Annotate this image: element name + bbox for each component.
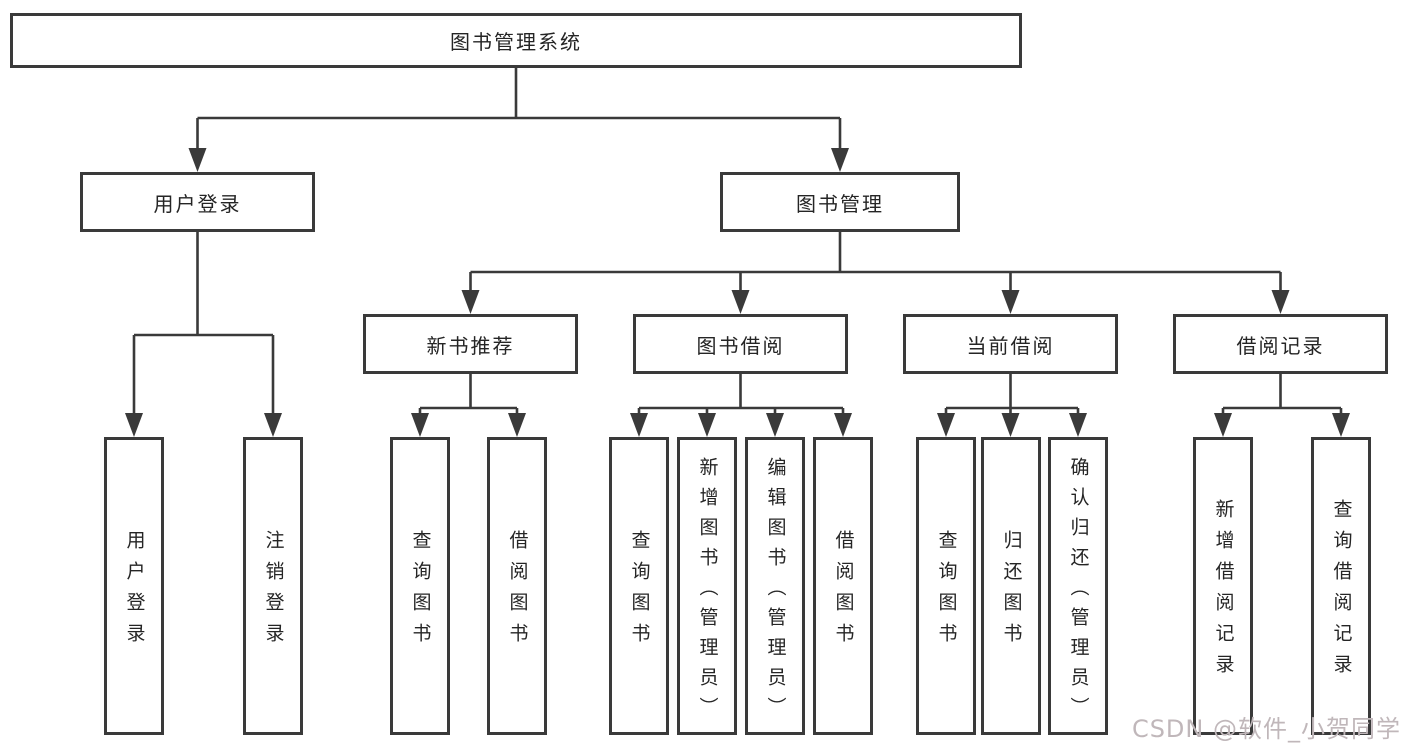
connector-root (196, 68, 842, 150)
node-new-book-recommend: 新书推荐 (363, 314, 578, 374)
node-current-borrow: 当前借阅 (903, 314, 1118, 374)
leaf-recommend-query-books-label: 查询图书 (409, 530, 432, 654)
csdn-watermark: CSDN @软件_小贺同学 (1131, 715, 1401, 743)
connector-user-login (132, 232, 275, 416)
leaf-add-borrow-record: 新增借阅记录 (1193, 437, 1253, 735)
node-borrow-records-label: 借阅记录 (1236, 333, 1325, 358)
connector-borrow-records (1221, 374, 1343, 416)
leaf-add-borrow-record-label: 新增借阅记录 (1212, 499, 1235, 685)
leaf-recommend-query-books: 查询图书 (390, 437, 450, 735)
connector-book-management (469, 232, 1282, 292)
connector-new-book (418, 374, 519, 416)
leaf-edit-book-admin: 编辑图书（管理员） (745, 437, 805, 735)
node-book-management-label: 图书管理 (796, 191, 884, 216)
leaf-borrow-query-books-label: 查询图书 (628, 530, 651, 654)
leaf-current-query-books: 查询图书 (916, 437, 976, 735)
leaf-user-login: 用户登录 (104, 437, 164, 735)
node-new-book-recommend-label: 新书推荐 (426, 333, 515, 358)
node-user-login: 用户登录 (80, 172, 315, 232)
node-book-management: 图书管理 (720, 172, 960, 232)
leaf-add-book-admin-label: 新增图书（管理员） (696, 456, 719, 727)
leaf-current-query-books-label: 查询图书 (935, 530, 958, 654)
leaf-confirm-return-admin-label: 确认归还（管理员） (1067, 456, 1090, 727)
leaf-recommend-borrow-books-label: 借阅图书 (506, 530, 529, 654)
node-book-borrow-label: 图书借阅 (696, 333, 785, 358)
leaf-borrow-query-books: 查询图书 (609, 437, 669, 735)
leaf-query-borrow-record: 查询借阅记录 (1311, 437, 1371, 735)
leaf-logout-label: 注销登录 (262, 530, 285, 654)
node-book-borrow: 图书借阅 (633, 314, 848, 374)
leaf-borrow-borrow-books: 借阅图书 (813, 437, 873, 735)
leaf-logout: 注销登录 (243, 437, 303, 735)
node-borrow-records: 借阅记录 (1173, 314, 1388, 374)
leaf-return-book: 归还图书 (981, 437, 1041, 735)
connector-current-borrow (944, 374, 1080, 416)
leaf-borrow-borrow-books-label: 借阅图书 (832, 530, 855, 654)
leaf-return-book-label: 归还图书 (1000, 530, 1023, 654)
leaf-confirm-return-admin: 确认归还（管理员） (1048, 437, 1108, 735)
leaf-add-book-admin: 新增图书（管理员） (677, 437, 737, 735)
node-library-system-label: 图书管理系统 (450, 30, 582, 54)
leaf-edit-book-admin-label: 编辑图书（管理员） (764, 456, 787, 727)
node-current-borrow-label: 当前借阅 (966, 333, 1055, 358)
connector-book-borrow (637, 374, 845, 416)
node-user-login-label: 用户登录 (153, 191, 242, 216)
leaf-recommend-borrow-books: 借阅图书 (487, 437, 547, 735)
leaf-query-borrow-record-label: 查询借阅记录 (1330, 499, 1353, 685)
node-library-system: 图书管理系统 (10, 13, 1022, 68)
leaf-user-login-label: 用户登录 (123, 530, 146, 654)
